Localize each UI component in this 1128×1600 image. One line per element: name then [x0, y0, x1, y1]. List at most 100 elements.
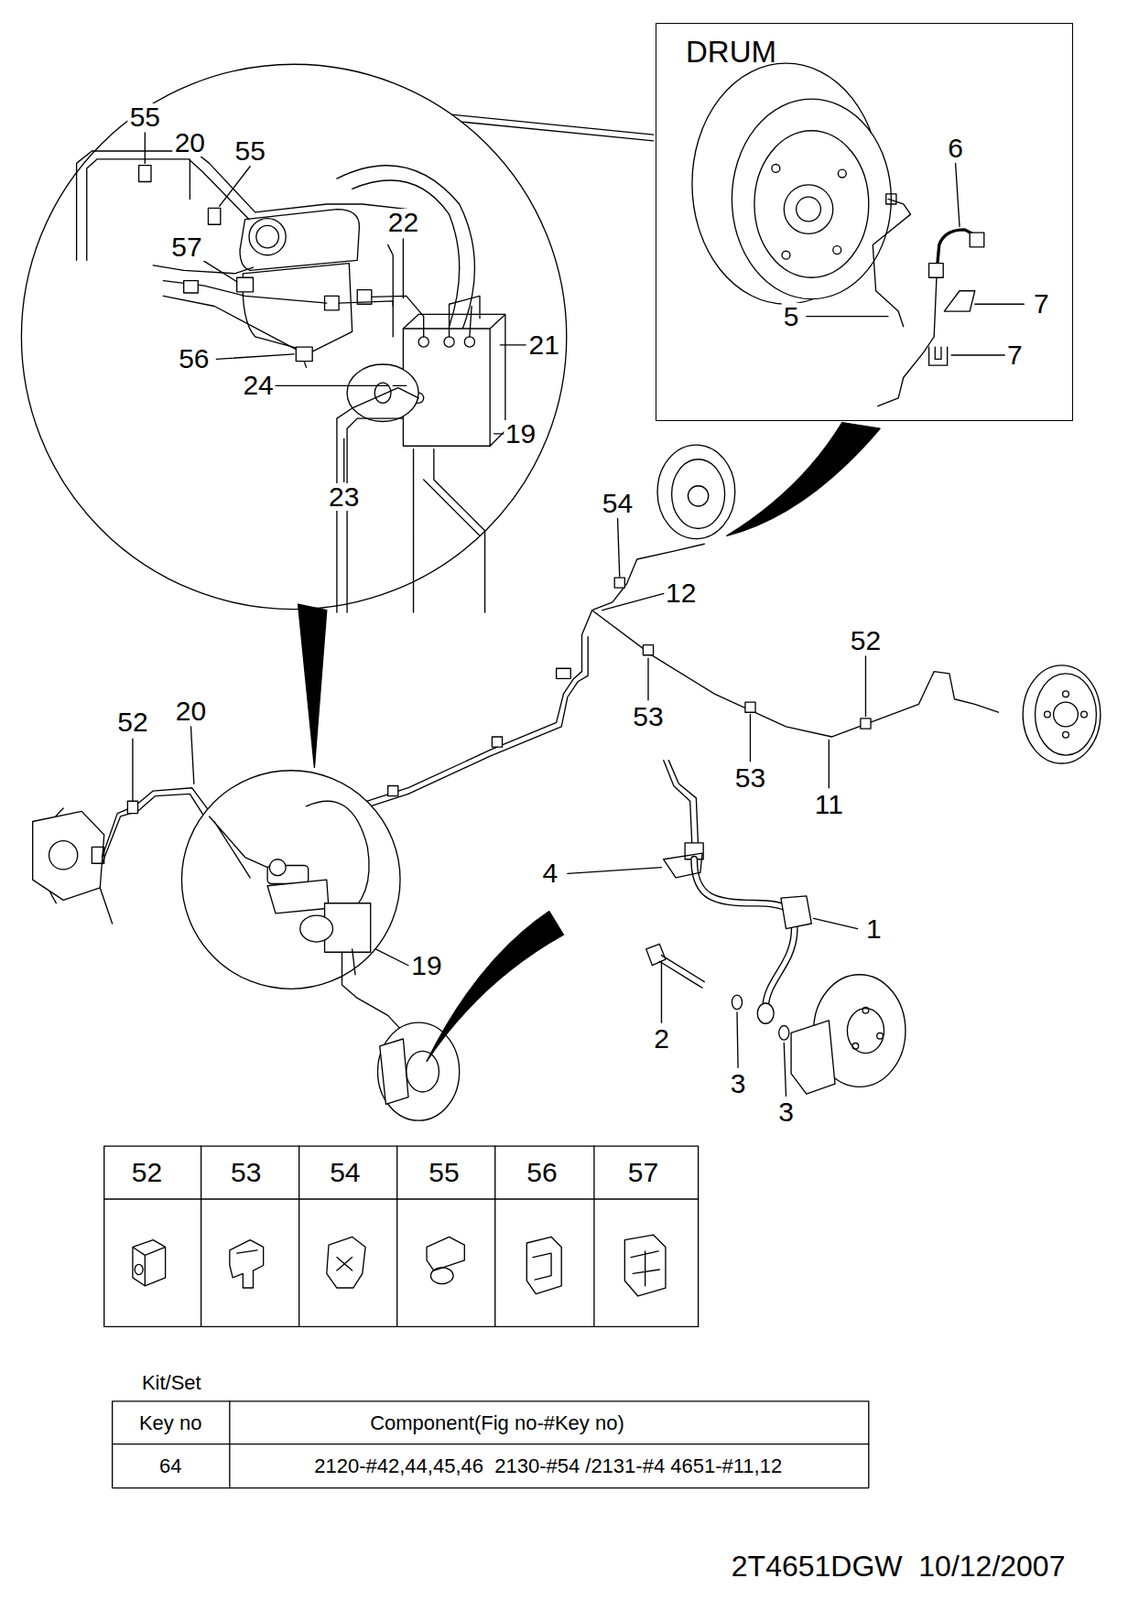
bolt — [833, 246, 842, 255]
callout-number: 53 — [630, 703, 665, 731]
brake-pipe — [347, 418, 403, 613]
bolt — [1062, 731, 1070, 738]
callout-number: 24 — [240, 371, 275, 400]
brake-pipe — [86, 159, 250, 261]
table-header: 55 — [426, 1159, 461, 1187]
callout-number: 4 — [541, 859, 561, 888]
callout-number: 22 — [386, 208, 421, 237]
hose-clip — [780, 896, 812, 930]
brake-pipe — [338, 301, 393, 337]
brake-pipe — [449, 295, 480, 337]
brake-pipe — [342, 952, 402, 1030]
backing-plate — [657, 444, 736, 540]
pipe-clip — [295, 347, 313, 362]
master-cylinder — [242, 263, 353, 353]
abs-unit — [402, 314, 505, 446]
detail-pointer — [426, 911, 564, 1063]
table-header: 52 — [130, 1159, 164, 1187]
brake-pipe — [668, 760, 698, 848]
abs-motor — [300, 915, 334, 943]
table-cell: Component(Fig no-#Key no) — [368, 1413, 627, 1434]
hub — [796, 196, 822, 222]
brake-pipe — [663, 760, 693, 848]
washer — [779, 1026, 790, 1042]
bolt — [852, 1042, 859, 1050]
bolt — [1044, 711, 1052, 718]
pipe-clip — [556, 668, 572, 679]
callout-number: 52 — [848, 627, 883, 655]
hub — [1053, 702, 1079, 727]
bolt — [837, 169, 846, 178]
callout-number: 23 — [326, 483, 361, 511]
pipe-nut — [886, 194, 897, 205]
brake-shoe — [672, 459, 726, 530]
brake-booster — [352, 180, 460, 327]
leader-line — [144, 132, 526, 482]
hub — [846, 1008, 884, 1054]
bolt — [1081, 711, 1088, 718]
reservoir-cap — [249, 218, 286, 256]
callout-number: 3 — [728, 1070, 749, 1098]
brake-pipe — [469, 305, 472, 337]
reservoir — [239, 209, 359, 272]
pipe-clip — [860, 718, 871, 729]
callout-number: 5 — [781, 303, 802, 331]
brake-pipe — [392, 385, 406, 387]
hub — [783, 184, 834, 235]
bolt — [862, 1007, 869, 1014]
brake-pipe — [209, 816, 269, 879]
illustration-part — [21, 63, 1100, 1488]
clip-icon — [326, 1236, 366, 1289]
master-cylinder — [267, 879, 329, 914]
detail-pointer — [726, 423, 880, 537]
pipe-clip — [184, 281, 199, 293]
pipe-clip — [614, 577, 625, 588]
pipe-clip — [237, 277, 254, 293]
leader-line — [806, 162, 1024, 356]
brake-pipe — [352, 949, 356, 976]
bolt — [781, 250, 791, 260]
brake-caliper — [49, 841, 78, 870]
brake-shoe — [754, 130, 869, 279]
brake-caliper — [791, 1020, 836, 1095]
washer — [731, 995, 742, 1010]
table-frame — [104, 1146, 699, 1327]
brake-pipe — [388, 245, 394, 307]
backing-plate — [731, 98, 891, 300]
pipe-clip — [207, 207, 220, 225]
brake-pipe — [592, 543, 705, 610]
drawing-number: 2T4651DGW 10/12/2007 — [729, 1551, 1068, 1582]
callout-number: 7 — [1005, 341, 1025, 369]
table-grid — [104, 1146, 699, 1327]
detail-circle — [21, 64, 566, 609]
callout-number: 7 — [1031, 290, 1052, 318]
callout-number: 20 — [173, 697, 208, 726]
brake-pipe — [342, 637, 589, 816]
pipe-clip — [127, 801, 138, 814]
brake-caliper — [32, 811, 105, 901]
brake-pipe — [878, 265, 938, 407]
brake-pipe — [76, 151, 409, 261]
reservoir-cap — [256, 225, 280, 249]
table-grid — [112, 1401, 869, 1489]
callout-number: 11 — [813, 791, 846, 819]
hose-nut — [969, 232, 985, 248]
callout-number: 21 — [527, 331, 562, 359]
brake-disc — [378, 1022, 460, 1121]
bolt — [1062, 691, 1070, 698]
banjo-bolt — [659, 955, 705, 989]
pipe-clip — [388, 785, 399, 796]
pipe-clip — [139, 165, 152, 183]
brake-pipe — [872, 198, 911, 326]
bracket — [413, 449, 486, 613]
brake-hose — [694, 859, 795, 1006]
table-frame — [112, 1401, 869, 1489]
pipe-clip — [642, 645, 653, 656]
callout-number: 57 — [169, 233, 204, 261]
callout-number: 19 — [503, 420, 538, 448]
clip-icon — [526, 1236, 562, 1294]
inset-title: DRUM — [685, 36, 1073, 67]
callout-number: 55 — [128, 103, 163, 131]
brake-hose — [694, 859, 795, 1006]
